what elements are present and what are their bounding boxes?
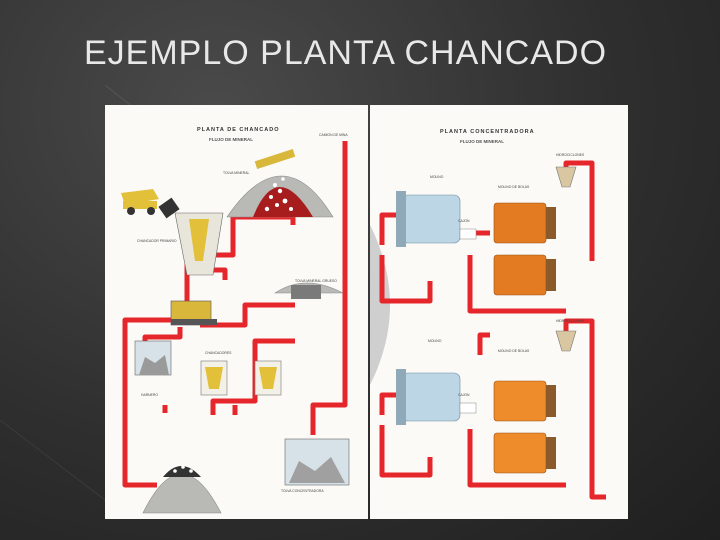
flow-return-1: [477, 332, 490, 355]
stockpile-ore-bottom: [163, 466, 201, 477]
label-molino-bolas-1: MOLINO DE BOLAS: [498, 185, 530, 189]
hydrocyclone-2: [555, 330, 577, 352]
mill-2: [401, 372, 461, 422]
ball-mill-2a: [493, 380, 547, 422]
screen-bin-ore: [139, 355, 169, 375]
crushing-plant-flow-svg: [121, 141, 350, 514]
coarse-ore-pile: [291, 285, 321, 299]
concentrator-plant-flow-svg: [370, 160, 606, 500]
label-molino-1: MOLINO: [430, 175, 444, 179]
label-hidrociclones-2: HIDROCICLONES: [556, 319, 585, 323]
mill-1: [401, 194, 461, 244]
flow-hidrociclon-2: [563, 318, 606, 500]
wheel-partial: [370, 225, 390, 385]
cajon-box-2: [459, 402, 477, 414]
concentrator-plant-subtitle: FLUJO DE MINERAL: [460, 139, 505, 144]
primary-crusher-cone: [189, 219, 209, 261]
hydrocyclone-1: [555, 166, 577, 188]
feeder-belt: [171, 319, 217, 325]
concentrator-plant-diagram: PLANTA CONCENTRADORA FLUJO DE MINERAL HI…: [370, 105, 628, 519]
ore-rocks-top: [264, 177, 293, 212]
flow-top-loop: [379, 255, 433, 304]
ball-mill-2b: [493, 432, 547, 474]
crushing-plant-title: PLANTA DE CHANCADO: [197, 127, 280, 133]
label-chancadores: CHANCADORES: [205, 351, 232, 355]
flow-bottom-loop: [379, 425, 433, 478]
crushing-plant-diagram: PLANTA DE CHANCADO FLUJO DE MINERAL TOLV…: [105, 105, 368, 519]
label-camion: CAMION DE MINA: [319, 133, 348, 137]
label-harnero: HARNERO: [141, 393, 158, 397]
stockpile-dome-bottom: [142, 473, 222, 514]
label-chancador-primario: CHANCADOR PRIMARIO: [137, 239, 177, 243]
ball-mill-1a-end: [546, 207, 556, 239]
mill-2-flange: [396, 369, 406, 425]
label-molino-bolas-2: MOLINO DE BOLAS: [498, 349, 530, 353]
flow-line-return: [210, 338, 295, 415]
crushing-plant-subtitle: FLUJO DE MINERAL: [209, 137, 254, 142]
label-cajon-1: CAJON: [458, 219, 470, 223]
flow-under-2: [467, 429, 566, 488]
secondary-crusher-2: [254, 360, 282, 396]
flow-under-1: [467, 255, 566, 314]
primary-crusher-arm: [158, 197, 180, 219]
label-cajon-2: CAJON: [458, 393, 470, 397]
label-tolva-mineral-grueso: TOLVA MINERAL GRUESO: [295, 279, 337, 283]
slide-title: EJEMPLO PLANTA CHANCADO: [84, 34, 608, 72]
mine-truck-icon: [121, 189, 159, 215]
flow-line-right-down: [310, 141, 348, 435]
ore-rocks-bottom: [173, 465, 193, 473]
flow-line-to-coarse: [200, 302, 295, 328]
ball-mill-1b-end: [546, 259, 556, 291]
label-molino-2: MOLINO: [428, 339, 442, 343]
label-tolva-mineral: TOLVA MINERAL: [223, 171, 250, 175]
label-tolva-concentradora: TOLVA CONCENTRADORA: [281, 489, 324, 493]
flow-line-left-loop: [122, 317, 175, 488]
cajon-box-1: [459, 228, 477, 240]
ball-mill-2b-end: [546, 437, 556, 469]
secondary-crusher-1: [200, 360, 228, 396]
mill-1-flange: [396, 191, 406, 247]
conveyor-top: [254, 149, 296, 169]
ball-mill-1a: [493, 202, 547, 244]
ball-mill-1b: [493, 254, 547, 296]
concentrator-bin-ore: [289, 457, 345, 483]
concentrator-plant-title: PLANTA CONCENTRADORA: [440, 129, 535, 135]
ball-mill-2a-end: [546, 385, 556, 417]
label-hidrociclones-1: HIDROCICLONES: [556, 153, 585, 157]
